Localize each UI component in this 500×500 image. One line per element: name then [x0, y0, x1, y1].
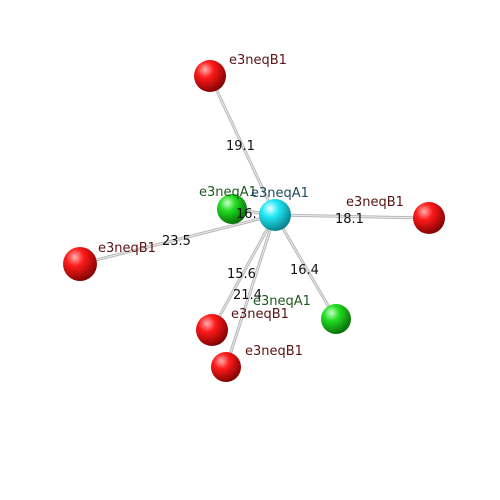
- distance-label-3: 23.5: [162, 234, 191, 249]
- atom-red-3[interactable]: [63, 247, 97, 281]
- distance-label-6: 15.6: [227, 267, 256, 282]
- distance-label-5: 16.4: [290, 263, 319, 278]
- labels-layer: e3neqB1 e3neqB1 e3neqB1 e3neqA1 e3neqA1 …: [98, 53, 404, 359]
- atom-red-2[interactable]: [413, 202, 445, 234]
- atom-red-1[interactable]: [194, 60, 226, 92]
- distance-label-2: 18.1: [335, 212, 364, 227]
- bond-highlight-7: [225, 214, 276, 368]
- distance-label-7: 21.4: [233, 288, 262, 303]
- atom-label-2: e3neqB1: [346, 195, 404, 210]
- atom-label-6: e3neqB1: [231, 307, 289, 322]
- atom-label-4: e3neqA1: [199, 185, 257, 200]
- bond-highlight-2: [274, 214, 430, 219]
- atom-red-4[interactable]: [196, 314, 228, 346]
- atom-label-7: e3neqB1: [245, 344, 303, 359]
- bond-highlight-6: [211, 214, 276, 331]
- atom-label-5: e3neqA1: [253, 294, 311, 309]
- atom-center[interactable]: [259, 199, 291, 231]
- atom-green-2[interactable]: [321, 304, 351, 334]
- distance-label-1: 19.1: [226, 139, 255, 154]
- bond-highlight-1: [209, 75, 276, 216]
- atoms-layer: [63, 60, 445, 382]
- distances-layer: 19.1 18.1 23.5 16. 16.4 15.6 21.4: [162, 139, 364, 303]
- center-atom-label: e3neqA1: [251, 186, 309, 201]
- atom-label-1: e3neqB1: [229, 53, 287, 68]
- bond-highlight-5: [274, 214, 337, 320]
- atom-green-1[interactable]: [217, 194, 247, 224]
- atom-red-5[interactable]: [211, 352, 241, 382]
- bond-highlight-3: [79, 214, 276, 265]
- distance-label-4: 16.: [236, 207, 257, 222]
- bonds-layer: [79, 75, 430, 368]
- atom-label-3: e3neqB1: [98, 241, 156, 256]
